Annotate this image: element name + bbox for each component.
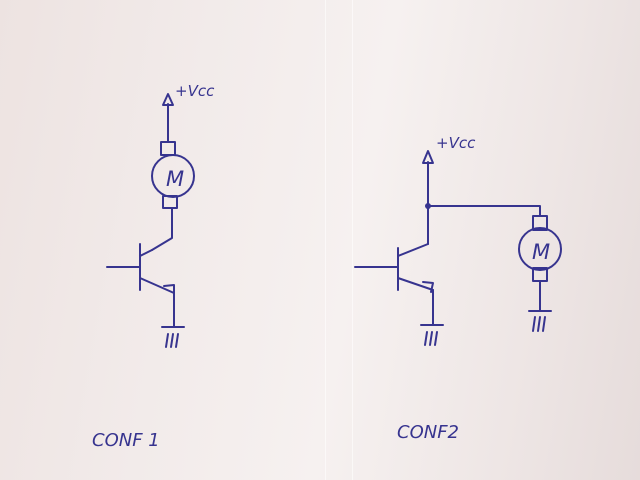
conf1-ground-icon: [161, 326, 185, 348]
conf2-ground-icon: [420, 324, 444, 346]
conf1-collector-wire: [151, 207, 173, 251]
conf2-motor-label: M: [532, 240, 550, 264]
conf1-vcc-label: +Vcc: [175, 82, 215, 100]
conf2-collector-lead: [397, 243, 429, 257]
conf2-transistor: [354, 243, 434, 293]
conf2-emitter-lead: [397, 277, 434, 291]
conf1-circuit: M +Vcc CONF 1: [92, 82, 215, 451]
paper-fold-line: [352, 0, 353, 480]
conf1-transistor: [106, 243, 175, 295]
conf2-circuit: M +Vcc CONF2: [354, 134, 562, 443]
conf1-emitter-lead: [139, 277, 175, 294]
conf1-collector-lead: [139, 249, 153, 257]
conf1-motor: M: [151, 141, 195, 209]
conf1-motor-label: M: [166, 167, 184, 191]
conf1-motor-top-terminal: [160, 141, 176, 156]
conf2-motor: M: [518, 215, 562, 282]
conf2-motor-body: [518, 227, 562, 271]
conf2-motor-ground-icon: [528, 310, 552, 332]
conf1-motor-bottom-terminal: [162, 195, 178, 209]
conf1-emitter-arrow: [163, 284, 175, 295]
conf2-motor-top-terminal: [532, 215, 548, 231]
paper-fold-line: [325, 0, 326, 480]
conf2-vcc-label: +Vcc: [436, 134, 476, 152]
conf2-motor-feed-wire: [427, 205, 541, 217]
conf2-emitter-arrow: [422, 281, 434, 293]
conf2-caption: CONF2: [397, 422, 459, 443]
conf1-caption: CONF 1: [92, 430, 160, 451]
